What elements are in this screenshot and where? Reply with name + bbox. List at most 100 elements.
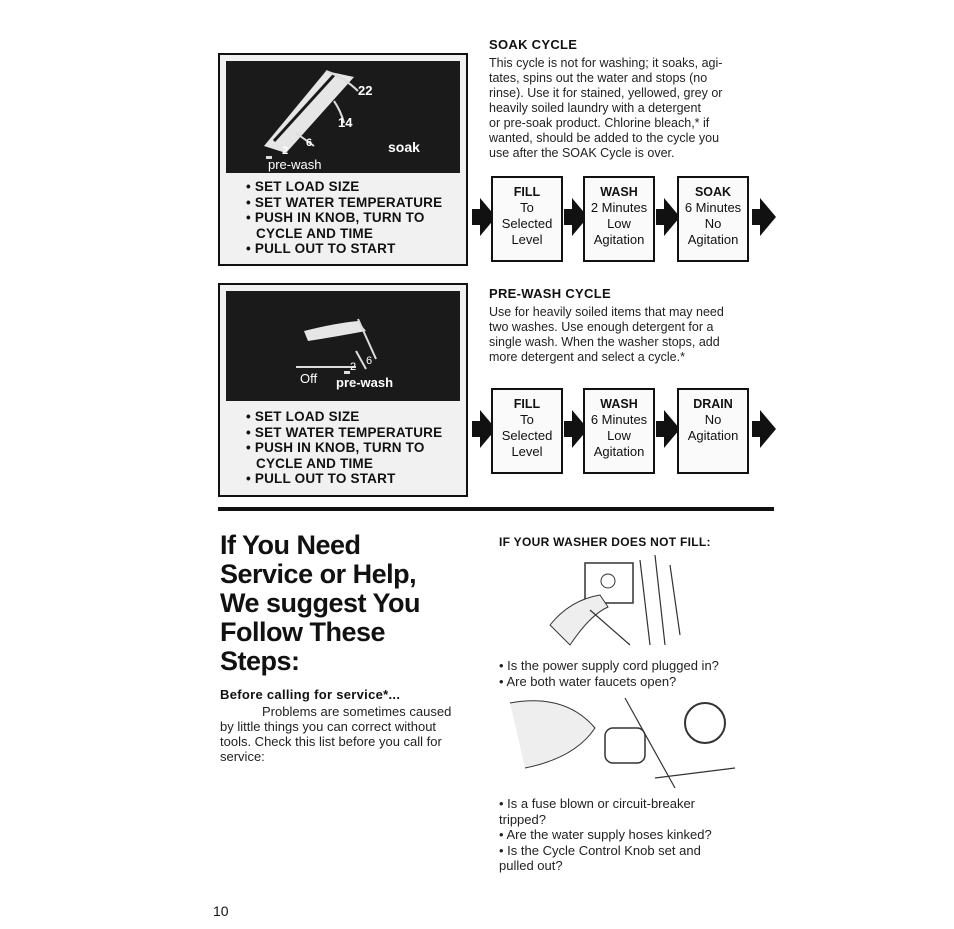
step-line: Agitation — [687, 428, 739, 443]
soak-dial-panel: 22 14 6 2 pre-wash soak • SET LOAD SIZE … — [218, 53, 468, 266]
step-line: 6 Minutes — [684, 200, 742, 215]
checklist-item: • Are the water supply hoses kinked? — [499, 827, 712, 842]
step-line: Selected — [501, 216, 553, 231]
step-line: Selected — [501, 428, 553, 443]
setup-steps: • SET LOAD SIZE • SET WATER TEMPERATURE … — [246, 409, 442, 487]
power-checklist: • Is the power supply cord plugged in? •… — [499, 658, 719, 689]
step-line: • PUSH IN KNOB, TURN TO — [246, 210, 425, 225]
drain-step-box: DRAIN No Agitation — [677, 388, 749, 474]
step-title: FILL — [513, 185, 541, 199]
step-line: Low — [607, 428, 631, 443]
text-line: service: — [220, 749, 265, 764]
dial-label-soak: soak — [388, 139, 420, 155]
step-line: To — [520, 200, 534, 215]
section-divider — [218, 507, 774, 511]
step-line: Low — [607, 216, 631, 231]
step-line: 2 Minutes — [590, 200, 648, 215]
text-line: wanted, should be added to the cycle you — [489, 131, 720, 145]
cycle-dial-icon — [264, 70, 359, 159]
checklist-item: pulled out? — [499, 858, 563, 873]
text-line: Problems are sometimes caused — [262, 704, 452, 719]
step-title: WASH — [600, 185, 638, 199]
text-line: This cycle is not for washing; it soaks,… — [489, 56, 723, 70]
step-line: Level — [511, 444, 543, 459]
soak-cycle-title: SOAK CYCLE — [489, 37, 578, 52]
dial-label-prewash: pre-wash — [336, 375, 394, 390]
dial-number-6: 6 — [306, 137, 313, 149]
flow-arrow-icon — [656, 198, 680, 236]
soak-cycle-description: This cycle is not for washing; it soaks,… — [489, 56, 722, 161]
faucet-illustration — [509, 697, 736, 789]
step-title: FILL — [513, 397, 541, 411]
service-heading: If You Need Service or Help, We suggest … — [220, 530, 421, 676]
dial-graphic: 6 2 Off pre-wash — [226, 291, 460, 401]
text-line: tools. Check this list before you call f… — [220, 734, 442, 749]
page-number: 10 — [213, 903, 229, 919]
step-title: DRAIN — [693, 397, 733, 411]
water-checklist: • Is a fuse blown or circuit-breaker tri… — [499, 796, 712, 874]
step-line: To — [520, 412, 534, 427]
checklist-item: • Is the power supply cord plugged in? — [499, 658, 719, 673]
setup-steps: • SET LOAD SIZE • SET WATER TEMPERATURE … — [246, 179, 442, 257]
step-line: 6 Minutes — [590, 412, 648, 427]
dial-graphic: 22 14 6 2 pre-wash soak — [226, 61, 460, 173]
text-line: use after the SOAK Cycle is over. — [489, 146, 675, 160]
text-line: two washes. Use enough detergent for a — [489, 320, 714, 334]
step-line: • SET WATER TEMPERATURE — [246, 194, 443, 210]
step-line: CYCLE AND TIME — [256, 455, 374, 471]
step-line: Agitation — [593, 232, 645, 247]
checklist-item: tripped? — [499, 811, 546, 827]
step-line: • PUSH IN KNOB, TURN TO — [246, 440, 425, 455]
fill-step-box: FILL To Selected Level — [491, 388, 563, 474]
text-line: tates, spins out the water and stops (no — [489, 71, 708, 85]
step-line: • SET LOAD SIZE — [246, 179, 360, 194]
flow-arrow-icon — [752, 410, 776, 448]
step-line: No — [704, 216, 722, 231]
wash-step-box: WASH 2 Minutes Low Agitation — [583, 176, 655, 262]
step-line: Level — [511, 232, 543, 247]
dial-number-2: 2 — [350, 361, 357, 373]
step-title: SOAK — [694, 185, 732, 199]
heading-line: If You Need — [220, 530, 361, 560]
step-line: • PULL OUT TO START — [246, 241, 396, 256]
prewash-cycle-title: PRE-WASH CYCLE — [489, 286, 611, 301]
dial-number-2: 2 — [282, 145, 289, 157]
text-line: Use for heavily soiled items that may ne… — [489, 305, 724, 319]
heading-line: We suggest You — [220, 588, 421, 618]
before-calling-text: Problems are sometimes caused by little … — [220, 704, 451, 764]
fill-step-box: FILL To Selected Level — [491, 176, 563, 262]
text-line: or pre-soak product. Chlorine bleach,* i… — [489, 116, 710, 130]
checklist-item: • Is the Cycle Control Knob set and — [499, 842, 701, 858]
heading-line: Service or Help, — [220, 559, 417, 589]
step-line: No — [704, 412, 722, 427]
text-line: heavily soiled laundry with a detergent — [489, 101, 701, 115]
step-line: Agitation — [593, 444, 645, 459]
step-line: • PULL OUT TO START — [246, 471, 396, 486]
heading-line: Steps: — [220, 646, 300, 676]
cycle-dial-icon — [296, 318, 377, 374]
dial-number-14: 14 — [338, 115, 353, 130]
step-title: WASH — [600, 397, 638, 411]
text-line: by little things you can correct without — [220, 719, 437, 734]
text-line: rinse). Use it for stained, yellowed, gr… — [489, 86, 723, 100]
text-line: more detergent and select a cycle.* — [489, 350, 685, 364]
step-line: • SET LOAD SIZE — [246, 409, 360, 424]
before-calling-title: Before calling for service*... — [220, 687, 401, 702]
flow-arrow-icon — [752, 198, 776, 236]
step-line: • SET WATER TEMPERATURE — [246, 424, 443, 440]
outlet-plug-illustration — [549, 555, 681, 646]
checklist-item: • Are both water faucets open? — [499, 673, 677, 689]
dial-number-6: 6 — [366, 355, 373, 367]
prewash-cycle-description: Use for heavily soiled items that may ne… — [489, 305, 724, 365]
dial-label-prewash: pre-wash — [268, 157, 322, 172]
step-line: CYCLE AND TIME — [256, 225, 374, 241]
not-fill-title: IF YOUR WASHER DOES NOT FILL: — [499, 535, 711, 549]
dial-number-22: 22 — [358, 83, 373, 98]
flow-arrow-icon — [656, 410, 680, 448]
prewash-dial-panel: 6 2 Off pre-wash • SET LOAD SIZE • SET W… — [218, 283, 468, 497]
dial-label-off: Off — [300, 371, 318, 386]
checklist-item: • Is a fuse blown or circuit-breaker — [499, 796, 696, 811]
soak-step-box: SOAK 6 Minutes No Agitation — [677, 176, 749, 262]
heading-line: Follow These — [220, 617, 386, 647]
text-line: single wash. When the washer stops, add — [489, 335, 720, 349]
